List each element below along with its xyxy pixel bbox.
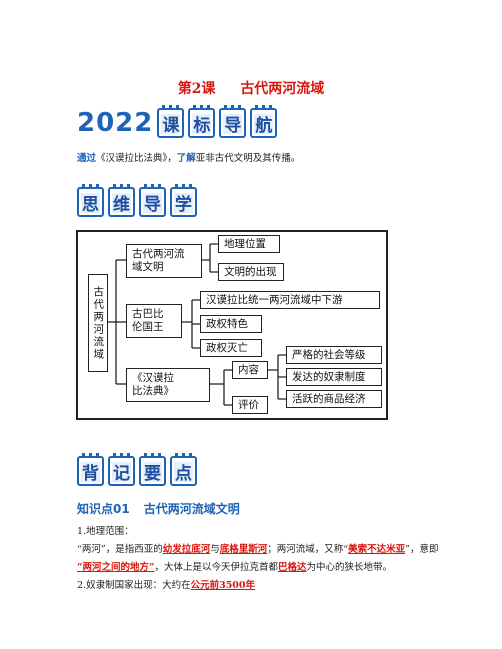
paragraph: 2.奴隶制国家出现：大约在公元前3500年 [77,580,256,591]
banner-year: 2022 [77,108,154,138]
knowledge-heading: 知识点01 古代两河流域文明 [77,500,240,517]
mind-map-leaf: 活跃的商品经济 [286,390,382,408]
banner-tile: 导 [139,184,166,217]
banner-key-points: 背 记 要 点 [77,453,201,486]
mind-map-leaf: 发达的奴隶制度 [286,368,382,386]
mind-map-connectors [106,243,286,406]
lesson-number: 第2课 [177,81,216,97]
mind-map-leaf: 地理位置 [218,235,280,253]
paragraph: 1.地理范围： [77,526,134,537]
banner-tile: 标 [188,105,216,138]
banner-tile: 航 [250,105,278,138]
banner-tile: 维 [108,184,135,217]
mind-map-branch: 古巴比 伦国王 [126,304,182,338]
mind-map-leaf: 政权特色 [200,315,262,333]
banner-mindmap: 思 维 导 学 [77,184,201,217]
mind-map-leaf: 政权灭亡 [200,339,262,357]
curriculum-standard-text: 通过《汉谟拉比法典》，了解亚非古代文明及其传播。 [77,153,301,164]
lesson-title: 第2课 古代两河流域 [0,78,502,98]
banner-tile: 要 [139,453,166,486]
mind-map-branch: 古代两河流 域文明 [126,244,202,278]
paragraph: “两河之间的地方”，大体上是以今天伊拉克首都巴格达为中心的狭长地带。 [77,562,392,573]
paragraph: “两河”，是指西亚的幼发拉底河与底格里斯河；两河流域，又称“美索不达米亚”，意即 [77,544,439,555]
mind-map-leaf: 内容 [232,361,268,379]
banner-curriculum: 2022 课 标 导 航 [77,105,281,138]
mind-map-leaf: 文明的出现 [218,263,284,281]
banner-tile: 导 [219,105,247,138]
banner-tile: 背 [77,453,104,486]
mind-map-root: 古代两河流域 [88,274,108,372]
mind-map-leaf: 评价 [232,396,268,414]
banner-tile: 思 [77,184,104,217]
banner-tile: 点 [170,453,197,486]
banner-tile: 学 [170,184,197,217]
mind-map: 古代两河流域 古代两河流 域文明 古巴比 伦国王 《汉谟拉 比法典》 地理位置 … [76,230,388,420]
mind-map-leaf: 严格的社会等级 [286,346,382,364]
banner-tile: 课 [157,105,185,138]
mind-map-leaf: 汉谟拉比统一两河流域中下游 [200,291,380,309]
lesson-name: 古代两河流域 [240,81,325,97]
banner-tile: 记 [108,453,135,486]
knowledge-number: 知识点01 [77,502,130,516]
knowledge-title: 古代两河流域文明 [143,502,240,516]
mind-map-branch: 《汉谟拉 比法典》 [126,368,210,402]
